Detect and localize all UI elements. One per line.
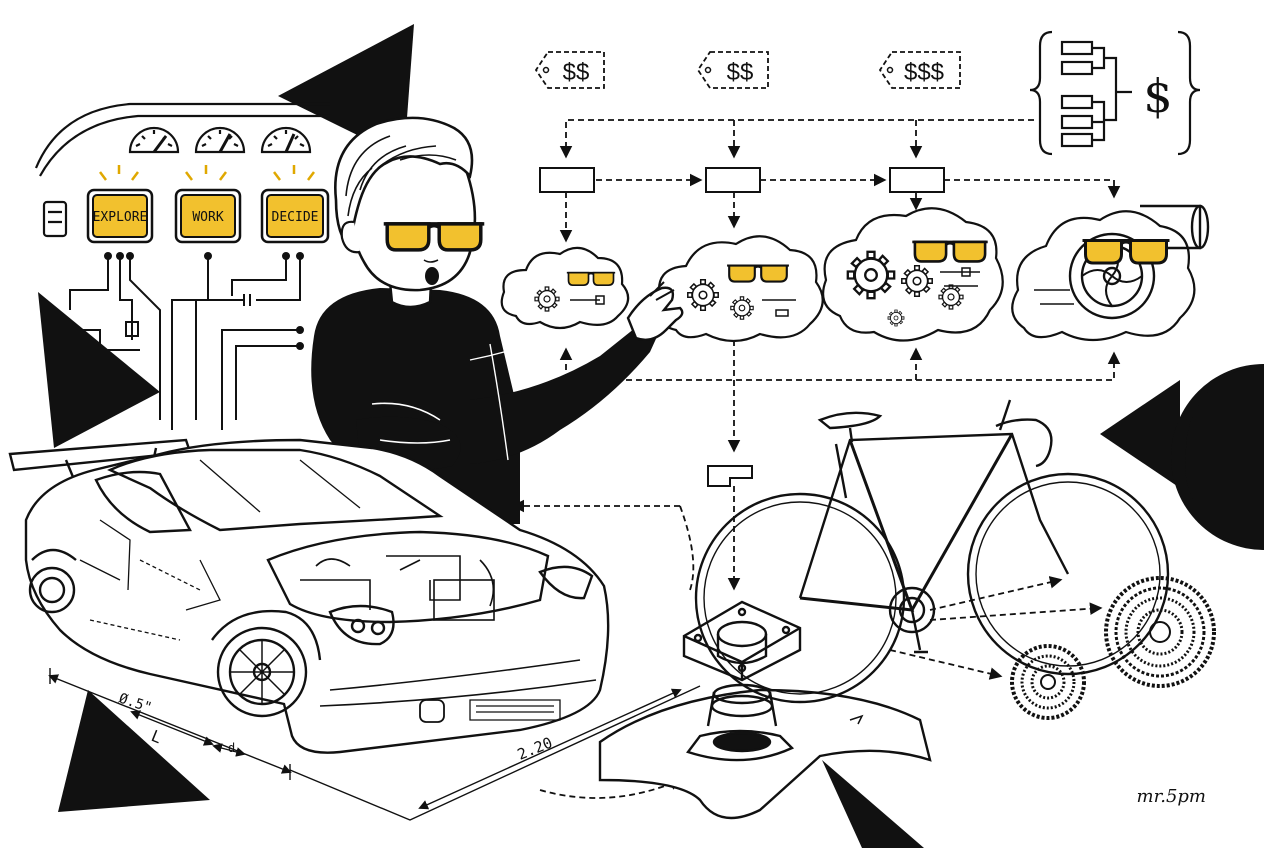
price-tag-3-label: $$$	[904, 59, 944, 86]
cassette-icon	[1104, 576, 1216, 688]
decide-button-label: DECIDE	[272, 210, 319, 225]
work-button[interactable]: WORK	[174, 188, 242, 244]
button-glow-ticks	[99, 165, 315, 181]
triangle-right-shape	[1100, 380, 1180, 488]
dimension-span: 2.20	[515, 733, 555, 763]
price-tag-1: $$	[534, 51, 605, 89]
gauge-icon	[128, 126, 180, 154]
price-tag-1-label: $$	[563, 59, 590, 86]
process-boxes	[539, 167, 945, 487]
turbo-icon	[1034, 204, 1210, 320]
gauge-icon	[194, 126, 246, 154]
bicycle-front-wheel	[966, 472, 1170, 676]
work-button-label: WORK	[192, 210, 223, 225]
mouth	[425, 267, 439, 285]
explore-button[interactable]: EXPLORE	[86, 188, 154, 244]
cloud-4-turbo	[1011, 204, 1210, 342]
circuit-traces	[62, 252, 304, 430]
dimension-diameter: Ø.5"	[117, 691, 154, 717]
cloud-3	[822, 207, 1004, 342]
flange-icon	[598, 600, 932, 820]
bicycle-rear-wheel	[694, 492, 906, 704]
artist-signature: mr.5pm	[1137, 786, 1206, 807]
price-tag-3: $$$	[878, 51, 961, 89]
dimension-d: d	[228, 741, 235, 755]
triangle-left-shape	[38, 292, 160, 448]
decide-button[interactable]: DECIDE	[260, 188, 330, 244]
rear-wheel	[28, 566, 76, 614]
gauge-icon	[260, 126, 312, 154]
side-switch	[42, 200, 68, 238]
dashboard-panel	[34, 102, 330, 238]
dimension-lines	[48, 668, 701, 821]
dimension-length: L	[149, 726, 165, 747]
price-tag-2-label: $$	[727, 59, 754, 86]
explore-button-label: EXPLORE	[93, 210, 148, 225]
character	[311, 116, 684, 524]
triangle-bottom-center-shape	[822, 760, 924, 848]
cloud-2	[656, 235, 824, 343]
budget-tree	[1029, 30, 1201, 156]
cassette-icon	[1010, 644, 1086, 720]
budget-symbol: $	[1143, 69, 1172, 123]
price-tag-2: $$	[696, 51, 769, 89]
cloud-1	[500, 246, 630, 330]
